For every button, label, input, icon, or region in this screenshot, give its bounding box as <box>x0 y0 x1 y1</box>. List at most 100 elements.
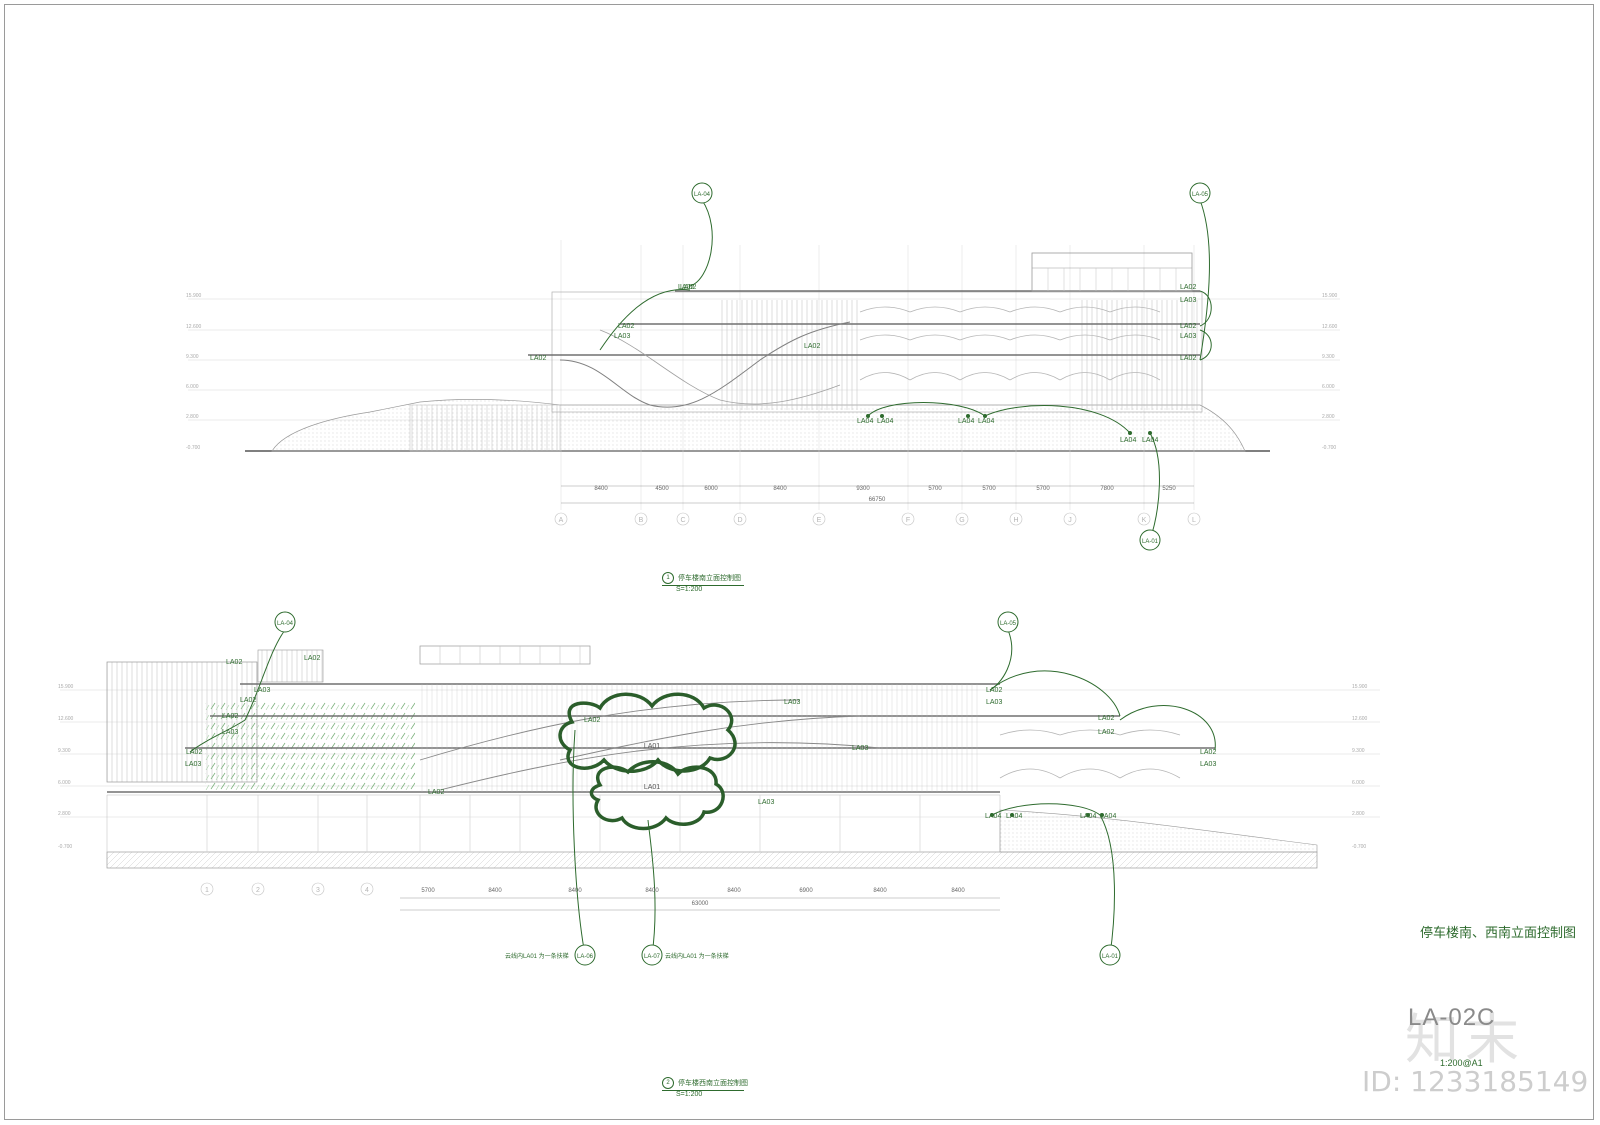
grid-label: A <box>559 517 564 524</box>
revision-cloud-lower <box>589 760 725 831</box>
callout-la-05: LA-05 <box>1000 621 1017 627</box>
material-tag: LA02 <box>986 687 1002 694</box>
grid-label: C <box>680 517 685 524</box>
dimension-value: 5700 <box>928 486 942 492</box>
south-elevation <box>188 182 1340 551</box>
grid-label: K <box>1142 517 1147 524</box>
grid-label: F <box>906 517 910 524</box>
level-mark-right: -0.700 <box>1322 445 1336 451</box>
grid-bubble <box>251 882 265 896</box>
level-mark-right: 9.300 <box>1322 354 1335 360</box>
callout-la-01: LA-01 <box>1102 954 1119 960</box>
level-mark-left: -0.700 <box>186 445 200 451</box>
material-tag: LA03 <box>1200 761 1216 768</box>
material-tag: LA02 <box>680 284 696 291</box>
dimension-value: 8400 <box>568 888 582 894</box>
material-tag: LA04 <box>1080 813 1096 820</box>
dimension-value: 6900 <box>799 888 813 894</box>
grid-label: 2 <box>256 887 260 894</box>
level-mark-right: -0.700 <box>1352 844 1366 850</box>
dimension-value: 5700 <box>421 888 435 894</box>
grid-bubble <box>1063 512 1077 526</box>
grid-label: H <box>1013 517 1018 524</box>
material-tag: LA03 <box>1180 333 1196 340</box>
grid-label: L <box>1192 517 1196 524</box>
grid-bubble <box>733 512 747 526</box>
drawing2-caption-title: 停车楼西南立面控制图 <box>678 1079 748 1087</box>
total-dimension: 66750 <box>869 497 886 503</box>
material-tag: LA03 <box>784 699 800 706</box>
level-mark-right: 12.600 <box>1322 324 1338 330</box>
grid-label: D <box>737 517 742 524</box>
material-tag: LA04 <box>877 418 893 425</box>
callout-la-06: LA-06 <box>577 954 594 960</box>
material-tag: LA03 <box>185 761 201 768</box>
material-tag: LA02 <box>1098 715 1114 722</box>
southwest-elevation <box>60 611 1380 966</box>
level-mark-left: 2.800 <box>58 811 71 817</box>
level-mark-left: 2.800 <box>186 414 199 420</box>
material-tag: LA02 <box>1180 284 1196 291</box>
material-tag: LA02 <box>1200 749 1216 756</box>
material-tag: LA02 <box>678 284 694 291</box>
material-tag: LA03 <box>614 333 630 340</box>
material-tag: LA02 <box>428 789 444 796</box>
material-tag: LA03 <box>758 799 774 806</box>
level-mark-left: 12.600 <box>186 324 202 330</box>
dimension-value: 8400 <box>951 888 965 894</box>
callout-la-01: LA-01 <box>1142 539 1159 545</box>
level-mark-right: 15.900 <box>1322 293 1338 299</box>
dimension-value: 4500 <box>655 486 669 492</box>
material-tag: LA02 <box>1180 323 1196 330</box>
material-tag: LA04 <box>978 418 994 425</box>
level-mark-left: 15.900 <box>186 293 202 299</box>
cloud-label-lower: LA01 <box>644 784 660 791</box>
dimension-value: 8400 <box>873 888 887 894</box>
dimension-value: 7800 <box>1100 486 1114 492</box>
sheet-border <box>4 4 1594 1120</box>
grid-label: G <box>959 517 964 524</box>
material-tag: LA04 <box>1142 437 1158 444</box>
grid-bubble <box>1009 512 1023 526</box>
grid-bubble <box>360 882 374 896</box>
sheet-number: LA-02C <box>1408 1004 1496 1031</box>
cloud-note-2: 云线内LA01 为一条扶梯 <box>665 954 729 960</box>
material-tag: LA04 <box>857 418 873 425</box>
dimension-value: 8400 <box>727 888 741 894</box>
material-tag: LA02 <box>222 713 238 720</box>
material-tag: LA02 <box>1180 355 1196 362</box>
sheet-title: 停车楼南、西南立面控制图 <box>1419 925 1576 940</box>
revision-cloud-upper <box>558 692 737 773</box>
drawing1-caption-number: 1 <box>662 572 674 584</box>
material-tag: LA03 <box>852 745 868 752</box>
material-tag: LA02 <box>226 659 242 666</box>
material-tag: LA03 <box>986 699 1002 706</box>
level-mark-left: 6.000 <box>186 384 199 390</box>
grid-bubble <box>1137 512 1151 526</box>
grid-bubble <box>901 512 915 526</box>
grid-label: 4 <box>365 887 369 894</box>
cloud-note-1: 云线内LA01 为一条扶梯 <box>505 954 569 960</box>
level-mark-right: 2.800 <box>1322 414 1335 420</box>
material-tag: LA02 <box>186 749 202 756</box>
brand-id-watermark: ID: 1233185149 <box>1362 1065 1589 1098</box>
material-tag: LA02 <box>530 355 546 362</box>
dimension-value: 8400 <box>645 888 659 894</box>
level-mark-left: 9.300 <box>186 354 199 360</box>
material-tag: LA02 <box>804 343 820 350</box>
grid-bubble <box>311 882 325 896</box>
dimension-value: 5250 <box>1162 486 1176 492</box>
material-tag: LA02 <box>304 655 320 662</box>
material-tag: LA03 <box>1180 297 1196 304</box>
material-tag: LA04 <box>1006 813 1022 820</box>
callout-la-07: LA-07 <box>644 954 661 960</box>
dimension-value: 8400 <box>594 486 608 492</box>
drawing2-caption-number: 2 <box>662 1077 674 1089</box>
grid-bubble <box>200 882 214 896</box>
dimension-value: 8400 <box>773 486 787 492</box>
cloud-label-upper: LA01 <box>644 743 660 750</box>
level-mark-right: 12.600 <box>1352 716 1368 722</box>
grid-label: 1 <box>205 887 209 894</box>
